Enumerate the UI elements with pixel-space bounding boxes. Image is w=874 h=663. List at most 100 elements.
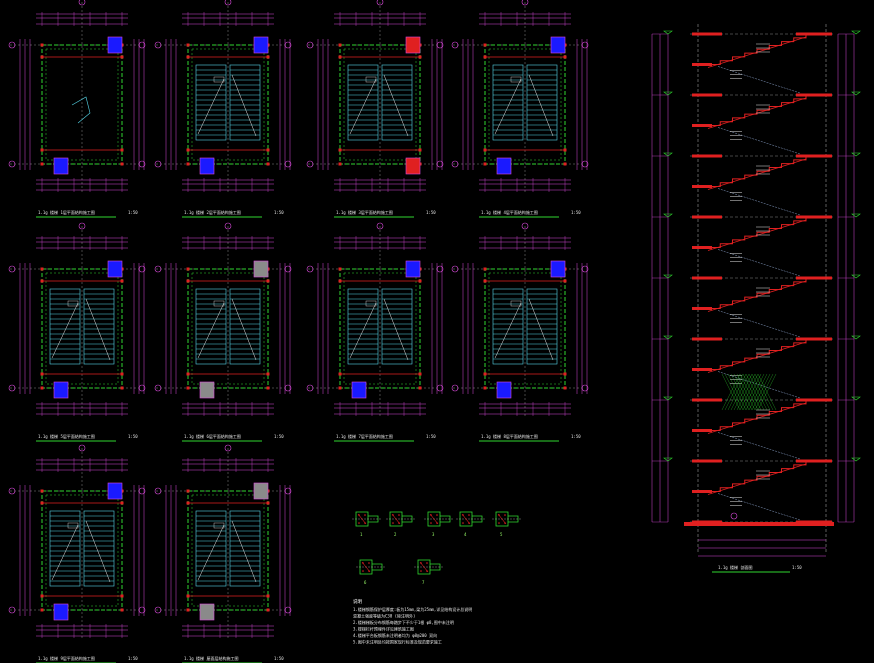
column-dot	[483, 279, 487, 283]
landing-slab	[692, 246, 712, 249]
rebar-dot	[392, 514, 394, 516]
column-dot	[418, 372, 422, 376]
hatch-line	[757, 373, 777, 411]
landing-slab	[692, 307, 712, 310]
detail-6: 6	[356, 559, 386, 585]
plan-title: 1.1g 楼梯 5层平面结构施工图	[38, 433, 95, 439]
floor-slab	[692, 93, 722, 97]
stair-flight-beyond	[717, 127, 801, 155]
detail-5: 5	[492, 511, 522, 537]
axis-bubble	[436, 41, 444, 49]
axis-bubble	[581, 41, 589, 49]
elevation-marker	[663, 91, 673, 96]
column-dot	[563, 372, 567, 376]
corner-column	[53, 381, 69, 399]
stair-flight-cut	[708, 400, 807, 431]
rebar-dot	[398, 522, 400, 524]
axis-bubble	[138, 606, 146, 614]
plan-scale: 1:50	[274, 210, 284, 215]
stair-wall-inner	[45, 494, 119, 607]
axis-bubble	[451, 41, 459, 49]
note-line-3: 2.楼梯梯板分布钢筋每踏步下不少于1根 φ8,图中未注明	[353, 619, 454, 625]
column-dot	[563, 148, 567, 152]
detail-label: 4	[464, 532, 467, 537]
column-dot	[40, 386, 44, 390]
column-dot	[266, 386, 270, 390]
column-dot	[120, 372, 124, 376]
floor-plan-2: 1.1g 楼梯 2层平面结构施工图 1:50	[154, 0, 292, 218]
axis-bubble	[306, 384, 314, 392]
stair-flight-beyond	[717, 249, 801, 277]
column-dot	[120, 501, 124, 505]
cut-line	[85, 298, 111, 361]
column-dot	[40, 148, 44, 152]
column-dot	[266, 372, 270, 376]
elevation-marker	[851, 396, 861, 401]
floor-slab	[796, 398, 832, 402]
stair-flight	[49, 288, 81, 365]
floor-slab	[692, 154, 722, 158]
corner-column	[199, 157, 215, 175]
section-scale: 1:50	[792, 565, 802, 570]
stair-flight	[49, 510, 81, 587]
stair-wall	[187, 268, 269, 389]
cut-line	[51, 302, 79, 359]
column-dot	[120, 162, 124, 166]
plan-title: 1.1g 楼梯 2层平面结构施工图	[184, 209, 241, 215]
stair-wall	[484, 268, 566, 389]
elevation-marker	[851, 152, 861, 157]
axis-bubble	[8, 41, 16, 49]
corner-column	[253, 36, 269, 54]
column-dot	[266, 279, 270, 283]
axis-bubble	[376, 0, 384, 6]
floor-slab	[796, 93, 832, 97]
axis-bubble	[451, 160, 459, 168]
column-dot	[186, 279, 190, 283]
plan-title: 1.1g 楼梯 9层平面结构施工图	[38, 655, 95, 661]
floor-slab	[796, 32, 832, 36]
column-dot	[338, 386, 342, 390]
stair-flight-beyond	[717, 310, 801, 338]
cut-line	[51, 524, 79, 581]
reinforcement-tag	[67, 300, 79, 307]
rebar-dot	[368, 570, 370, 572]
elevation-marker	[851, 335, 861, 340]
floor-slab	[692, 276, 722, 280]
stair-wall-inner	[191, 494, 265, 607]
stair-flight	[492, 288, 524, 365]
axis-bubble	[436, 160, 444, 168]
floor-slab	[692, 337, 722, 341]
stair-flight-beyond	[717, 188, 801, 216]
detail-label: 3	[432, 532, 435, 537]
axis-bubble	[224, 0, 232, 6]
reinforcement-tag	[510, 300, 522, 307]
landing-slab	[692, 63, 712, 66]
plan-title: 1.1g 楼梯 1层平面结构施工图	[38, 209, 95, 215]
stair-wall	[41, 44, 123, 165]
stair-wall-inner	[191, 272, 265, 385]
stair-flight	[492, 64, 524, 141]
elevation-marker	[663, 457, 673, 462]
rebar-dot	[436, 522, 438, 524]
landing-slab	[692, 490, 712, 493]
detail-label: 1	[360, 532, 363, 537]
cut-line	[231, 298, 257, 361]
corner-column	[351, 381, 367, 399]
corner-column	[199, 381, 215, 399]
cut-line	[349, 78, 377, 135]
axis-bubble	[581, 265, 589, 273]
corner-column	[107, 36, 123, 54]
stair-wall	[41, 268, 123, 389]
stair-flight	[83, 288, 115, 365]
stair-wall-inner	[45, 48, 119, 161]
stair-flight	[229, 64, 261, 141]
section-title: 1.1g 楼梯 剖面图	[718, 564, 752, 570]
stair-flight-beyond	[717, 371, 801, 399]
axis-bubble	[521, 222, 529, 230]
column-dot	[186, 594, 190, 598]
column-dot	[186, 148, 190, 152]
column-dot	[418, 279, 422, 283]
plan-scale: 1:50	[426, 210, 436, 215]
